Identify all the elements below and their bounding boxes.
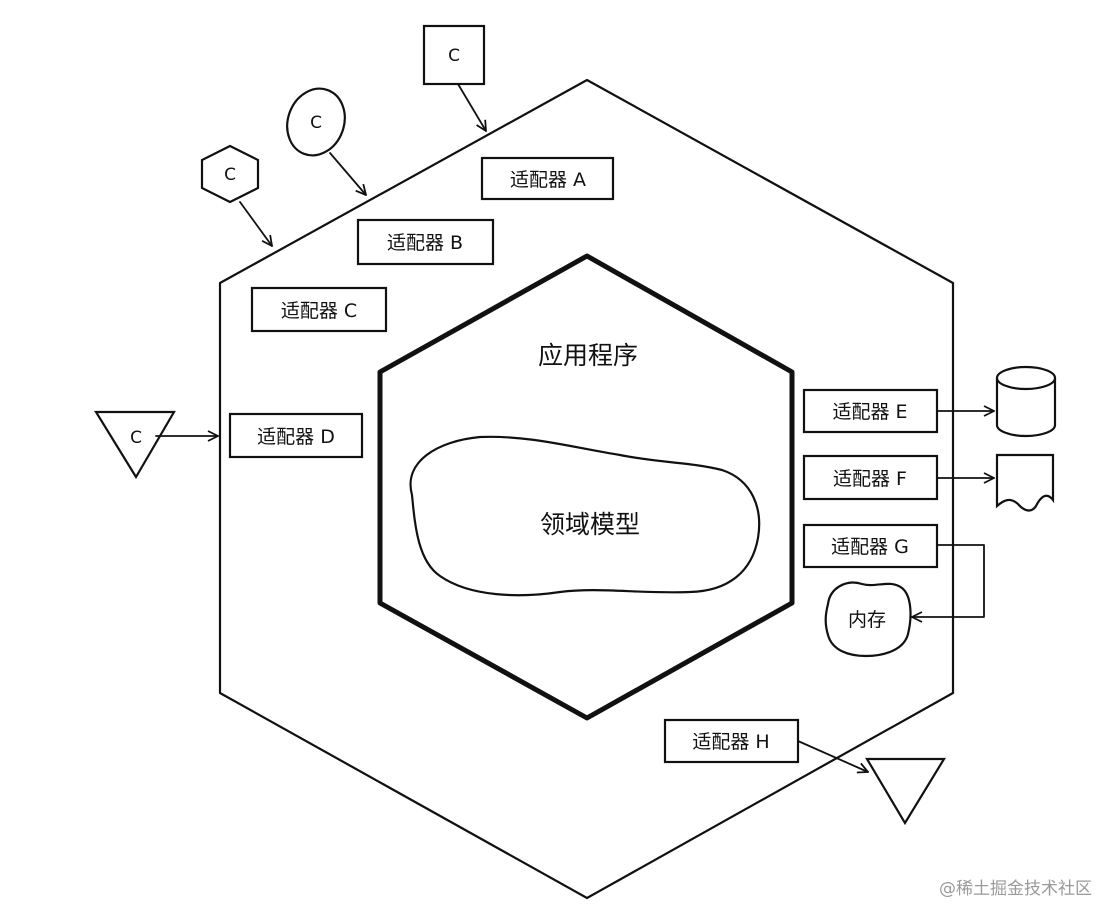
adapter-g: 适配器 G [802, 523, 939, 569]
triangle-icon [865, 757, 946, 826]
application-label: 应用程序 [538, 341, 638, 370]
adapter-g-arrow [911, 544, 985, 623]
adapter-h: 适配器 H [663, 718, 800, 764]
client-square-arrow [457, 83, 487, 132]
client-hexagon: C [200, 144, 273, 247]
adapter-d: 适配器 D [228, 412, 364, 459]
adapter-f: 适配器 F [802, 454, 939, 501]
adapter-h-label: 适配器 H [692, 731, 769, 753]
adapter-a: 适配器 A [480, 156, 615, 201]
client-ellipse: C [286, 87, 367, 196]
domain-model-label: 领域模型 [540, 510, 640, 539]
adapter-b: 适配器 B [356, 218, 495, 266]
adapter-e-label: 适配器 E [832, 401, 907, 423]
outer-hexagon [218, 78, 955, 900]
database-icon [995, 365, 1057, 438]
memory-blob: 内存 [824, 581, 912, 658]
client-hexagon-arrow [239, 201, 273, 247]
client-hexagon-label: C [224, 165, 236, 185]
client-square: C [422, 24, 487, 132]
watermark: @稀土掘金技术社区 [939, 879, 1092, 899]
adapter-h-arrow [797, 740, 869, 774]
domain-model-blob [409, 435, 761, 597]
memory-label: 内存 [848, 609, 886, 631]
adapter-d-label: 适配器 D [257, 426, 335, 448]
client-ellipse-arrow [329, 152, 367, 196]
client-square-label: C [448, 46, 460, 66]
adapter-g-label: 适配器 G [831, 536, 909, 558]
adapter-e: 适配器 E [802, 388, 939, 434]
client-ellipse-label: C [310, 113, 322, 133]
adapter-f-label: 适配器 F [833, 468, 907, 490]
document-icon [995, 453, 1055, 512]
adapter-b-label: 适配器 B [387, 232, 463, 254]
client-triangle-label: C [130, 428, 142, 448]
client-triangle: C [94, 410, 219, 480]
adapter-c-label: 适配器 C [281, 300, 357, 322]
application-hexagon [377, 253, 795, 721]
adapter-a-label: 适配器 A [510, 169, 586, 191]
adapter-c: 适配器 C [250, 286, 388, 333]
